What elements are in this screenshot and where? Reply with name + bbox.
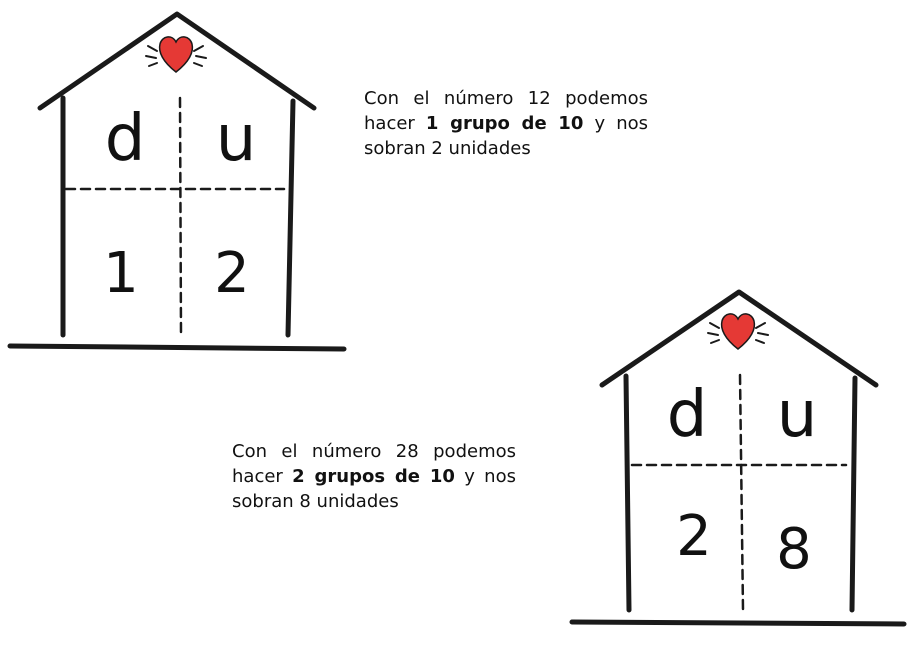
tens-digit: 2 xyxy=(676,504,712,569)
vertical-divider xyxy=(738,373,745,612)
sparkle-right xyxy=(193,45,207,67)
caption-bold: 2 grupos de 10 xyxy=(292,466,455,487)
sparkle-left xyxy=(707,322,720,344)
tens-header: d xyxy=(105,102,146,176)
tens-header: d xyxy=(667,378,708,452)
roof-outline xyxy=(599,289,879,388)
heart-icon xyxy=(720,313,756,350)
caption-text: Con el número 28 podemos hacer xyxy=(232,441,516,487)
caption-text: y nos sobran 2 unidades xyxy=(364,113,649,159)
sparkle-right xyxy=(755,322,769,344)
units-digit: 2 xyxy=(214,241,250,306)
caption-text: y nos sobran 8 unidades xyxy=(232,466,516,512)
vertical-divider xyxy=(178,96,183,337)
caption-text: Con el número 12 podemos hacer xyxy=(364,88,648,134)
units-header: u xyxy=(777,378,818,452)
ground-line xyxy=(569,619,907,627)
right-wall xyxy=(285,98,296,338)
left-wall xyxy=(623,373,632,613)
caption-bold: 1 grupo de 10 xyxy=(425,113,584,134)
tens-digit: 1 xyxy=(103,241,139,306)
ground-line xyxy=(7,343,347,352)
caption-1: Con el número 12 podemos hacer 1 grupo d… xyxy=(364,86,648,161)
sparkle-left xyxy=(145,45,158,67)
units-header: u xyxy=(216,102,257,176)
heart-icon xyxy=(158,36,194,73)
caption-2: Con el número 28 podemos hacer 2 grupos … xyxy=(232,439,516,514)
roof-outline xyxy=(37,11,317,111)
right-wall xyxy=(849,375,858,613)
units-digit: 8 xyxy=(776,517,812,582)
